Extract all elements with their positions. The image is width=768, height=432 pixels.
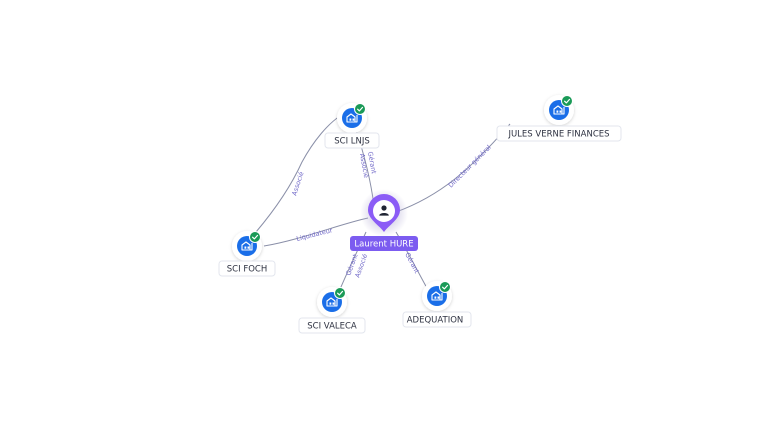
company-name: SCI VALECA <box>307 322 357 332</box>
user-icon <box>379 205 389 216</box>
company-node-sci-foch[interactable]: SCI FOCH <box>218 231 276 277</box>
company-node-jules-verne-finances[interactable]: JULES VERNE FINANCES <box>496 95 622 142</box>
company-name: ADEQUATION <box>407 316 464 326</box>
building-icon <box>326 297 338 307</box>
check-badge-icon <box>334 287 346 299</box>
company-name: SCI FOCH <box>227 265 267 275</box>
person-label-badge <box>350 236 418 251</box>
building-icon <box>431 291 443 301</box>
building-icon <box>241 241 253 251</box>
company-node-sci-valeca[interactable]: SCI VALECA <box>298 287 366 334</box>
company-node-adequation[interactable]: ADEQUATION <box>402 281 472 328</box>
company-name: SCI LNJS <box>334 137 370 147</box>
company-name: JULES VERNE FINANCES <box>507 130 609 140</box>
person-node[interactable]: Laurent HURE <box>350 189 418 251</box>
edge-label-liquidateur: Liquidateur <box>296 226 334 243</box>
edge-label-gerant: Gérant <box>366 151 378 175</box>
check-badge-icon <box>249 231 261 243</box>
edge-label-gerant: Gérant <box>403 251 421 275</box>
company-node-sci-lnjs[interactable]: SCI LNJS <box>324 103 380 149</box>
edge-label-directeur-general: Directeur général <box>447 143 493 189</box>
edge-person-jules[interactable]: Directeur général <box>395 123 511 213</box>
building-icon <box>553 105 565 115</box>
building-icon <box>346 113 358 123</box>
edge-label-associe: Associé <box>290 171 305 197</box>
check-badge-icon <box>354 103 366 115</box>
check-badge-icon <box>561 95 573 107</box>
person-name: Laurent HURE <box>354 240 413 250</box>
check-badge-icon <box>439 281 451 293</box>
